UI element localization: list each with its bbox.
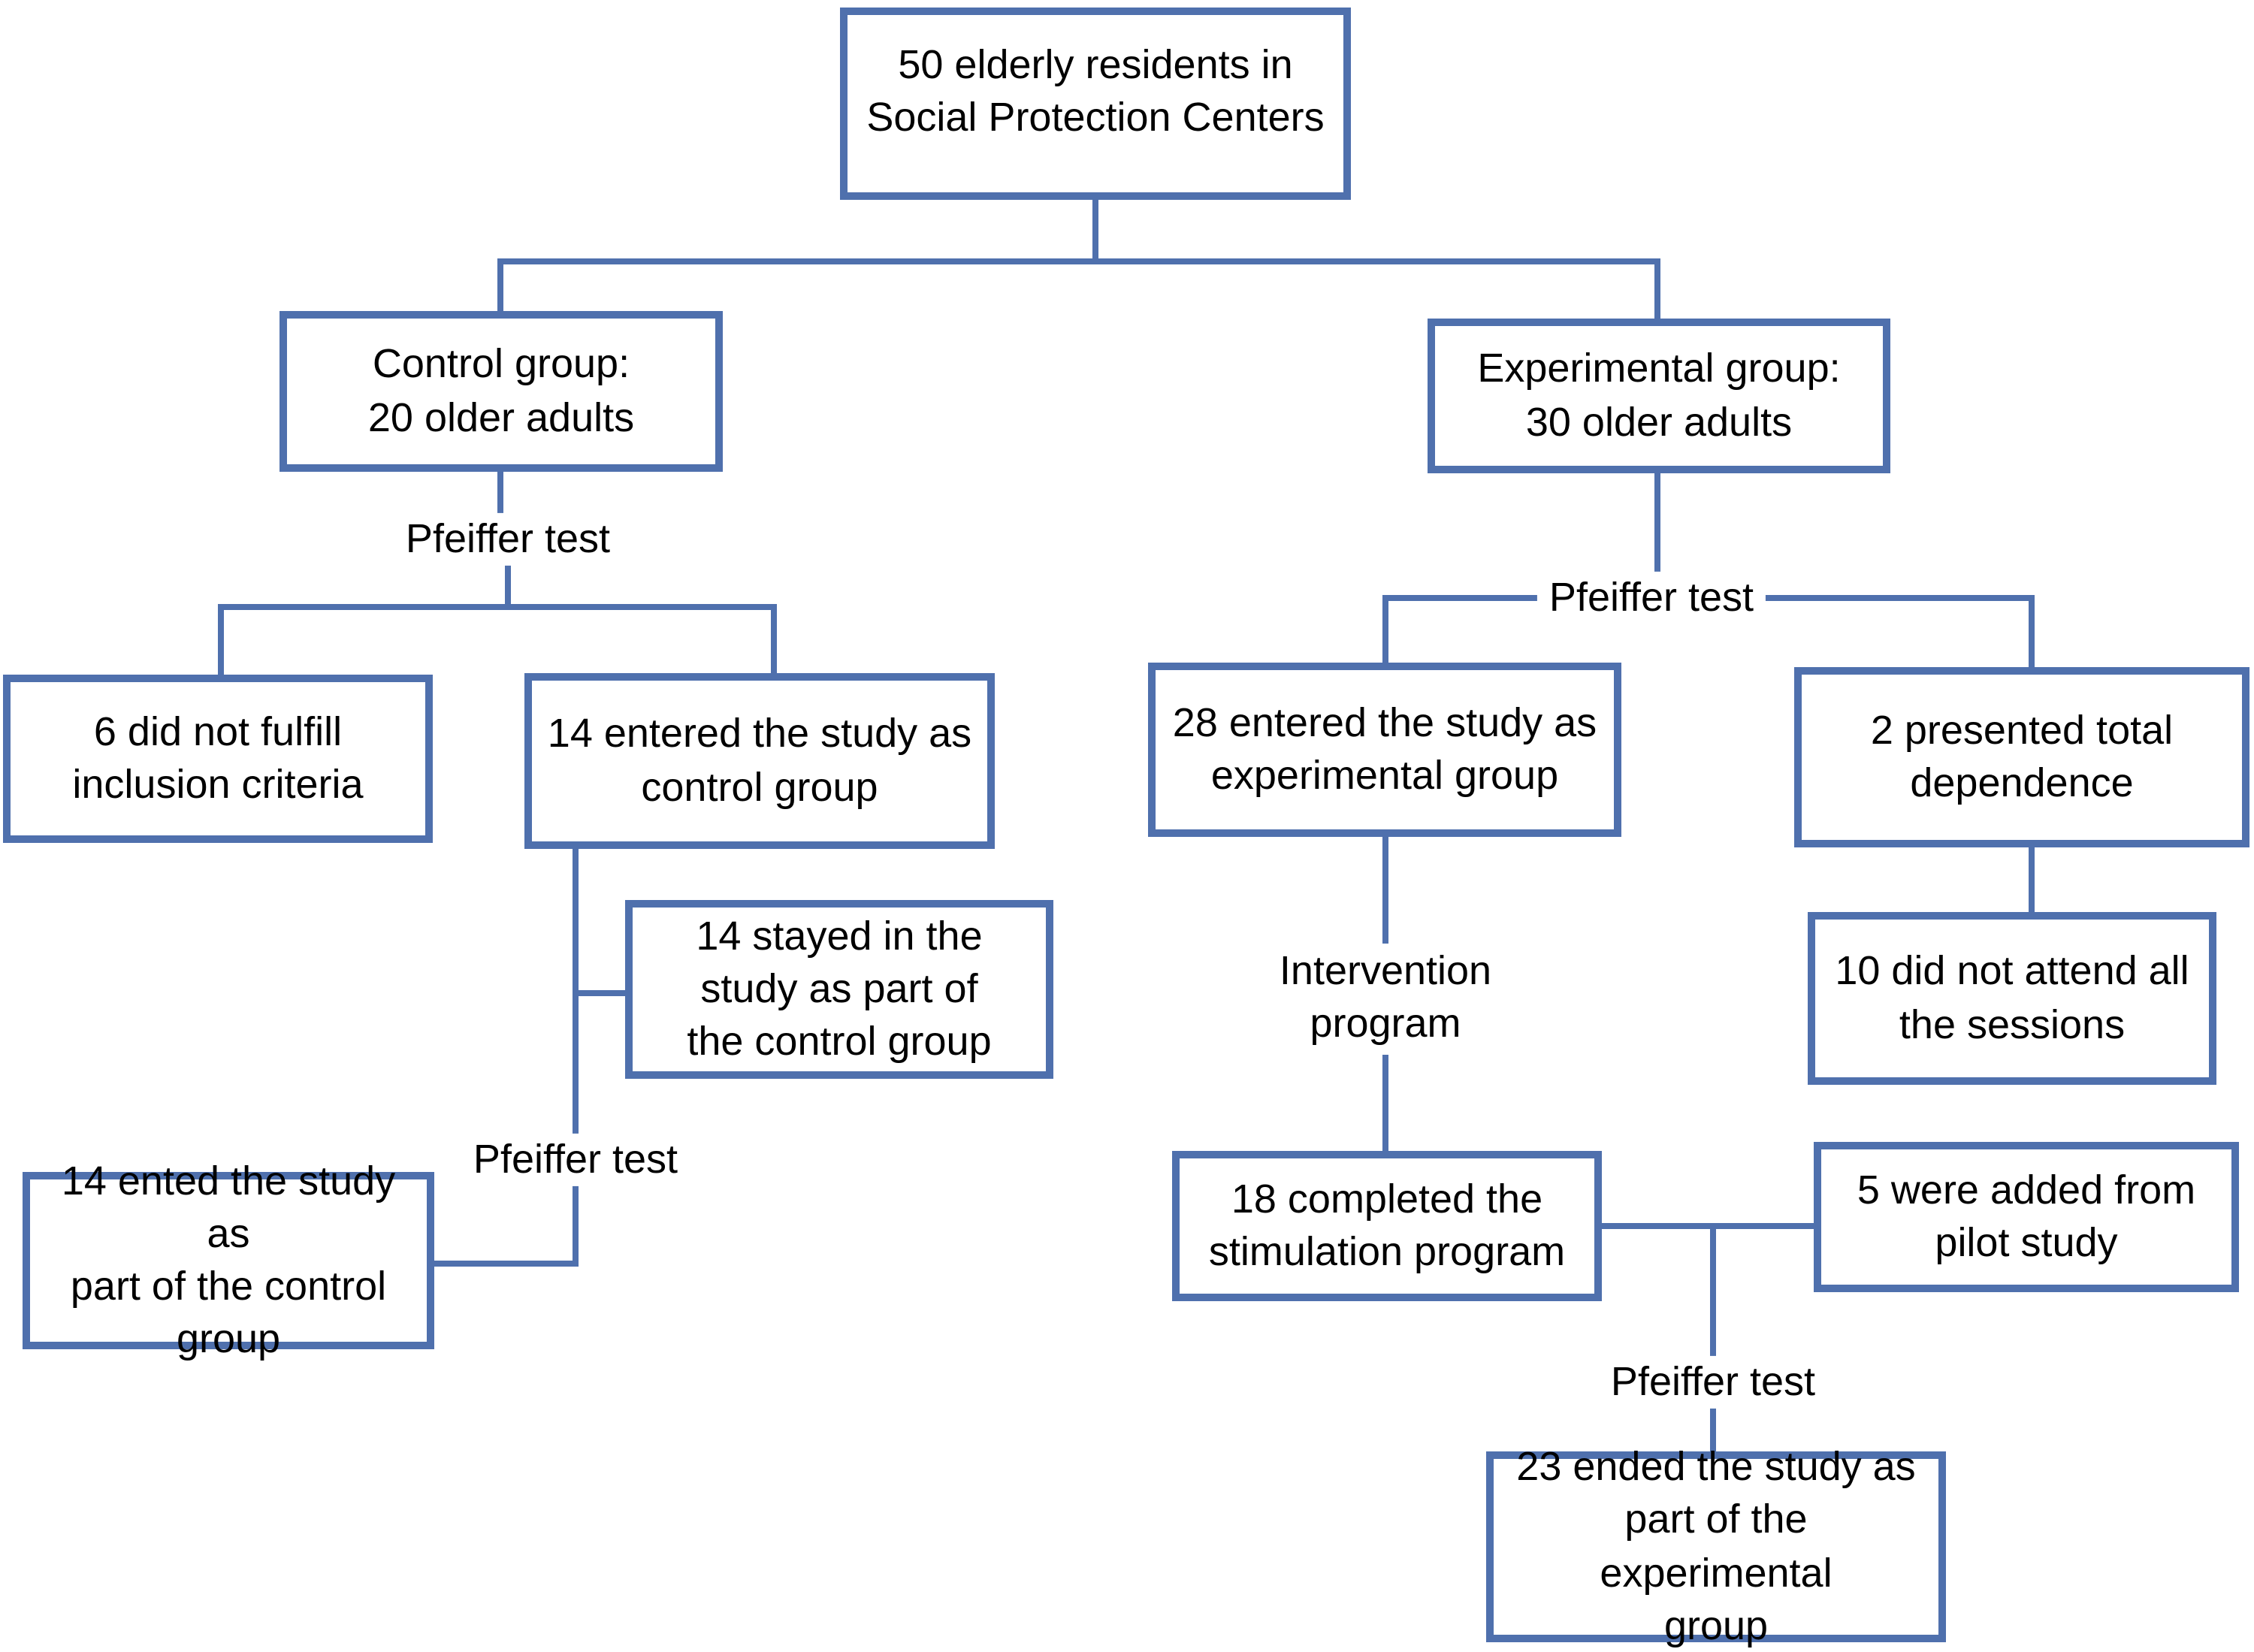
connector-entered-exp-arm (1382, 595, 1388, 663)
connector-control-to-pfeiffer (497, 472, 503, 520)
connector-experimental-drop (1654, 258, 1660, 319)
connector-ented-horizontal (434, 1261, 579, 1267)
connector-pfeiffer2-drop (573, 1185, 579, 1267)
node-2-total-dependence: 2 presented total dependence (1794, 667, 2249, 847)
connector-split-right-arm (771, 604, 777, 673)
connector-entered-exp-to-intervention (1382, 837, 1388, 944)
connector-experimental-to-pfeiffer (1654, 473, 1660, 586)
connector-split-left-arm (218, 604, 224, 675)
label-pfeiffer-test-experimental-1: Pfeiffer test (1536, 571, 1766, 625)
node-control-group: Control group: 20 older adults (279, 311, 723, 472)
connector-exp-pfeiffer-right-seg (1758, 595, 2035, 601)
connector-dependence-to-sessions (2029, 847, 2035, 912)
node-23-ended-experimental: 23 ended the study as part of the experi… (1486, 1445, 1946, 1647)
connector-intervention-to-completed (1382, 1055, 1388, 1151)
connector-junction-drop (1710, 1223, 1716, 1357)
connector-completed-pilot-horizontal (1602, 1223, 1814, 1229)
label-intervention-program: Intervention program (1267, 944, 1504, 1051)
connector-branch-horizontal (500, 258, 1657, 264)
node-14-ented-control: 14 ented the study as part of the contro… (23, 1158, 434, 1361)
node-50-residents: 50 elderly residents in Social Protectio… (840, 8, 1351, 200)
node-6-not-fulfill: 6 did not fulfill inclusion criteria (3, 675, 433, 843)
node-14-stayed-control: 14 stayed in the study as part of the co… (625, 900, 1053, 1079)
connector-stayed-stub (573, 990, 628, 996)
node-18-completed: 18 completed the stimulation program (1172, 1151, 1602, 1301)
node-28-entered-experimental: 28 entered the study as experimental gro… (1148, 663, 1621, 837)
label-pfeiffer-test-experimental-2: Pfeiffer test (1598, 1355, 1828, 1409)
node-10-not-attend: 10 did not attend all the sessions (1808, 912, 2216, 1085)
label-pfeiffer-test-control-1: Pfeiffer test (393, 512, 623, 566)
label-pfeiffer-test-control-2: Pfeiffer test (461, 1133, 690, 1187)
node-experimental-group: Experimental group: 30 older adults (1428, 319, 1890, 473)
connector-exp-pfeiffer-left-seg (1385, 595, 1548, 601)
connector-top-drop (1092, 200, 1098, 261)
connector-dependence-arm (2029, 595, 2035, 667)
node-14-entered-control: 14 entered the study as control group (524, 673, 995, 849)
connector-control-split-horizontal (221, 604, 777, 610)
connector-control-drop (497, 258, 503, 311)
connector-pfeiffer-to-split (505, 562, 511, 610)
connector-pfeiffer4-to-ended (1710, 1406, 1716, 1451)
node-5-pilot-added: 5 were added from pilot study (1814, 1142, 2239, 1292)
